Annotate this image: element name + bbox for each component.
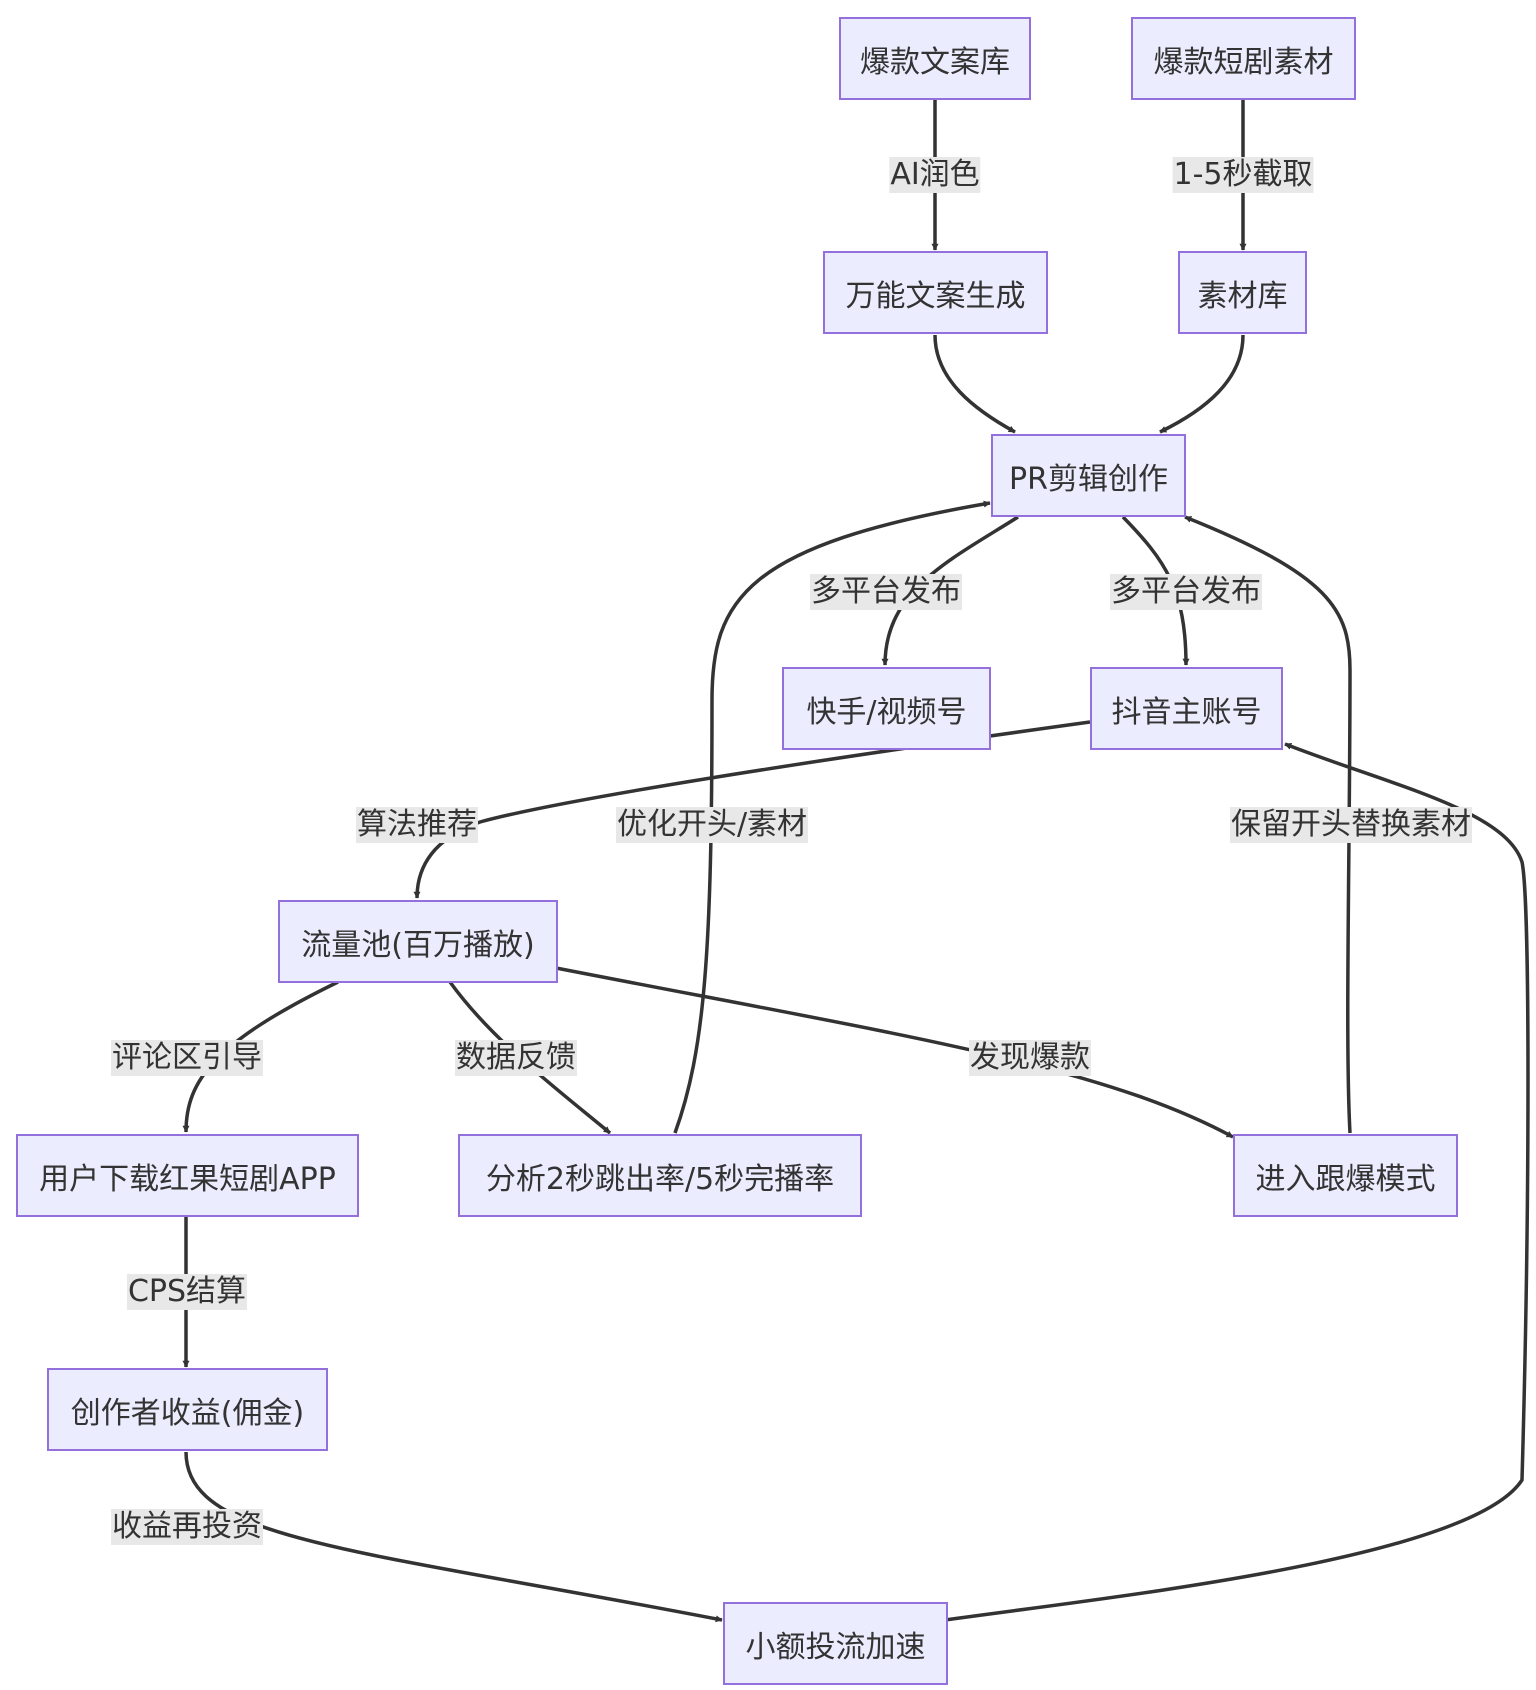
- node-material-library: 素材库: [1178, 251, 1307, 334]
- node-creator-income: 创作者收益(佣金): [47, 1368, 328, 1451]
- edge-analyze-to-pr: [673, 500, 991, 1134]
- node-analyze-rates: 分析2秒跳出率/5秒完播率: [458, 1134, 862, 1217]
- edge-pool-to-follow: [555, 966, 1234, 1139]
- node-kuaishou-channels: 快手/视频号: [782, 667, 991, 750]
- edge-matlib-to-pr: [1159, 334, 1245, 434]
- edge-label-income-reinvest: 收益再投资: [111, 1509, 263, 1545]
- node-small-ad-boost: 小额投流加速: [723, 1602, 948, 1685]
- node-pr-editing: PR剪辑创作: [991, 434, 1186, 517]
- edge-label-ai-polish: AI润色: [889, 157, 981, 193]
- edge-label-data-feedback: 数据反馈: [455, 1040, 577, 1076]
- edge-boost-to-douyin: [944, 742, 1530, 1622]
- edge-follow-to-pr: [1184, 515, 1352, 1134]
- edge-copygen-to-pr: [933, 334, 1016, 434]
- edge-label-optimize-opening: 优化开头/素材: [615, 807, 809, 843]
- node-traffic-pool: 流量池(百万播放): [278, 900, 558, 983]
- edge-income-to-boost: [184, 1451, 723, 1623]
- edge-label-multi-publish-1: 多平台发布: [810, 574, 962, 610]
- node-douyin-main: 抖音主账号: [1090, 667, 1283, 750]
- edge-label-multi-publish-2: 多平台发布: [1110, 574, 1262, 610]
- node-user-download-app: 用户下载红果短剧APP: [16, 1134, 359, 1217]
- edge-label-algo-recommend: 算法推荐: [356, 807, 478, 843]
- edge-label-keep-opening-replace: 保留开头替换素材: [1230, 807, 1472, 843]
- edge-label-cps-settlement: CPS结算: [126, 1274, 248, 1310]
- edge-label-find-hot: 发现爆款: [969, 1040, 1091, 1076]
- node-universal-copy-gen: 万能文案生成: [823, 251, 1048, 334]
- node-follow-hot-mode: 进入跟爆模式: [1233, 1134, 1458, 1217]
- edge-label-clip-1-5s: 1-5秒截取: [1172, 157, 1314, 193]
- edge-label-comment-guide: 评论区引导: [111, 1040, 263, 1076]
- node-hot-drama-material: 爆款短剧素材: [1131, 17, 1356, 100]
- node-hot-copy-library: 爆款文案库: [839, 17, 1031, 100]
